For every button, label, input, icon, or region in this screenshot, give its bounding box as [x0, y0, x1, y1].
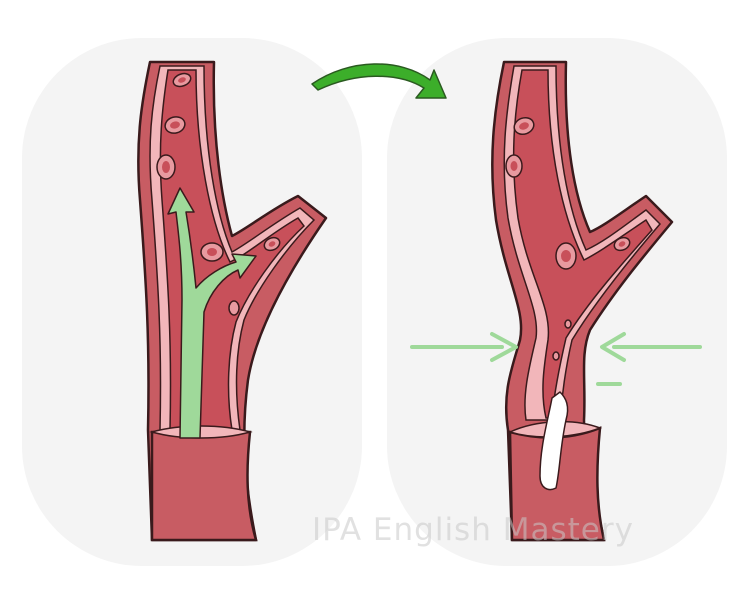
- constricted-vessel: [410, 60, 702, 542]
- blood-cell: [564, 319, 572, 329]
- branching-flow-arrow-icon: [167, 187, 257, 439]
- reduced-flow-streak: [539, 391, 569, 491]
- watermark: IPA English Mastery: [312, 512, 634, 548]
- blood-cell: [552, 351, 560, 361]
- vessel-lumen: [512, 69, 653, 419]
- vessel-lower-segment: [150, 430, 258, 542]
- inward-arrow-icon: [410, 332, 518, 362]
- inward-arrow-icon: [600, 332, 702, 362]
- blood-cell: [228, 300, 240, 316]
- normal-vessel: [137, 60, 328, 542]
- curved-arrow-right-icon: [311, 63, 447, 99]
